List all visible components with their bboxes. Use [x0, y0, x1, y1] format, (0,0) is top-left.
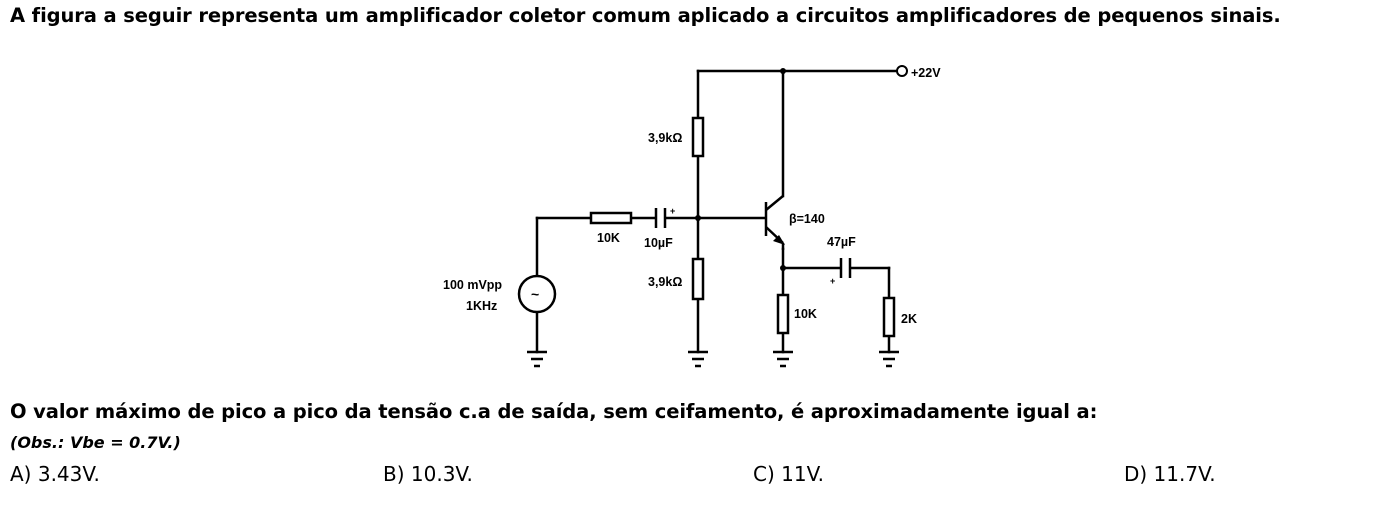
label-c-in: 10µF — [644, 236, 673, 250]
option-d[interactable]: D) 11.7V. — [1124, 462, 1216, 486]
node-dot-supply — [780, 68, 786, 74]
circuit-diagram: +22V + + ~ — [443, 65, 941, 368]
resistor-bottom — [691, 257, 705, 301]
option-b[interactable]: B) 10.3V. — [383, 462, 473, 486]
label-r-source: 10K — [597, 231, 620, 245]
label-c-out: 47µF — [827, 235, 856, 249]
label-r-bottom: 3,9kΩ — [648, 275, 682, 289]
resistor-source — [589, 211, 633, 225]
cap-in-plus: + — [670, 206, 675, 216]
label-r-top: 3,9kΩ — [648, 131, 682, 145]
node-dot-base — [695, 215, 701, 221]
ground-symbol-source — [527, 350, 547, 368]
ground-symbol-load — [879, 350, 899, 368]
ground-symbol-divider — [688, 350, 708, 368]
label-source-amplitude: 100 mVpp — [443, 278, 502, 292]
ac-source-symbol: ~ — [531, 286, 539, 302]
supply-label: +22V — [911, 66, 941, 80]
node-dot-emitter — [780, 265, 786, 271]
question-prompt: O valor máximo de pico a pico da tensão … — [10, 400, 1098, 423]
transistor-emitter-arrow — [773, 235, 785, 245]
resistor-load — [882, 296, 896, 338]
label-source-frequency: 1KHz — [466, 299, 497, 313]
question-note: (Obs.: Vbe = 0.7V.) — [10, 433, 181, 452]
ground-symbol-emitter — [773, 350, 793, 368]
cap-out-plus: + — [830, 276, 835, 286]
resistor-emitter — [776, 293, 790, 335]
ac-source — [517, 274, 557, 314]
label-r-load: 2K — [901, 312, 917, 326]
option-a[interactable]: A) 3.43V. — [10, 462, 100, 486]
option-c[interactable]: C) 11V. — [753, 462, 825, 486]
supply-terminal — [896, 65, 908, 77]
resistor-top — [691, 116, 705, 158]
label-r-emitter: 10K — [794, 307, 817, 321]
question-title: A figura a seguir representa um amplific… — [10, 4, 1281, 27]
transistor-collector-leg — [765, 195, 784, 211]
label-beta: β=140 — [789, 212, 825, 226]
